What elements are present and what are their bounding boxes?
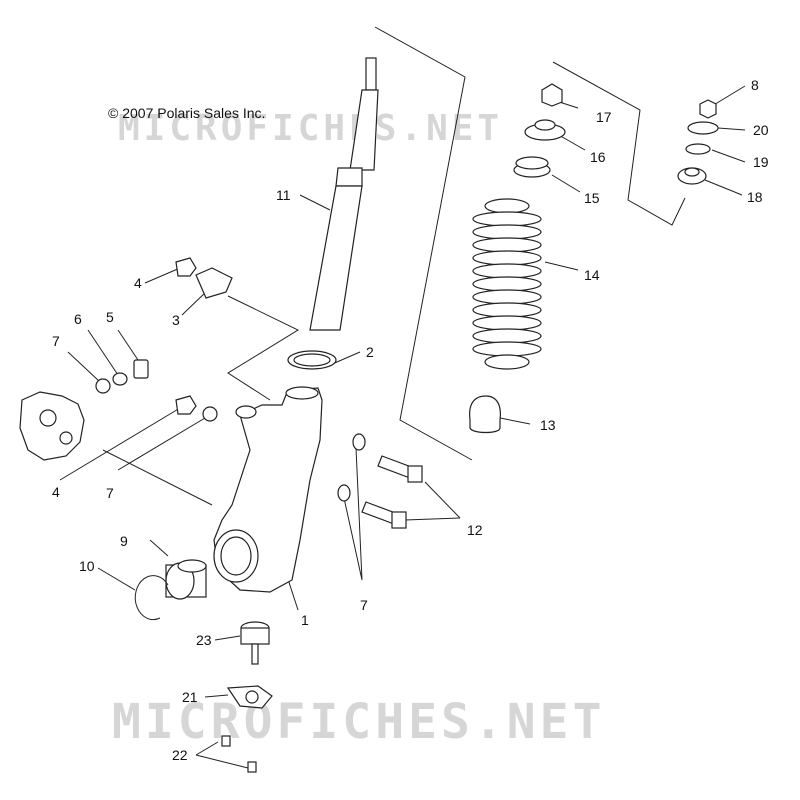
washer: [202, 406, 218, 422]
callout-17: 17: [596, 109, 612, 125]
callout-5: 5: [106, 309, 114, 325]
washer: [337, 484, 351, 502]
callout-8: 8: [751, 77, 759, 93]
caliper-bolt: [133, 359, 149, 379]
bolt: [377, 455, 423, 483]
spring-coil: [472, 276, 542, 292]
bushing: [685, 143, 711, 155]
spring-seat: [513, 156, 551, 178]
steering-knuckle: [213, 386, 323, 593]
bolt: [361, 501, 407, 529]
shock-nut: [699, 99, 717, 119]
bump-stop: [469, 395, 501, 434]
callout-2: 2: [366, 344, 374, 360]
spring-coil: [484, 198, 530, 214]
spring-coil: [472, 250, 542, 266]
callout-3: 3: [172, 312, 180, 328]
ball-joint: [240, 621, 270, 665]
spring-coil: [472, 341, 542, 357]
coil-spring: [472, 198, 542, 370]
callout-21: 21: [182, 689, 198, 705]
wheel-bearing: [165, 559, 207, 600]
spring-coil: [472, 224, 542, 240]
callout-23: 23: [196, 632, 212, 648]
callout-4: 4: [134, 275, 142, 291]
shock-nut: [541, 83, 563, 107]
callout-13: 13: [540, 417, 556, 433]
screw: [247, 761, 257, 773]
brake-line-clip: [195, 267, 233, 299]
brake-caliper: [19, 391, 85, 461]
spring-coil: [472, 302, 542, 318]
callout-20: 20: [753, 122, 769, 138]
callout-labels: 1 2 3 4 4 5 6 7 7 7 8 9 10 11 12 13 14 1…: [52, 77, 769, 763]
nut: [175, 257, 197, 277]
callout-19: 19: [753, 154, 769, 170]
callout-7: 7: [360, 597, 368, 613]
nut: [175, 395, 197, 415]
callout-7: 7: [106, 485, 114, 501]
lock-washer: [112, 372, 128, 386]
callout-11: 11: [276, 187, 291, 203]
spring-coil: [484, 354, 530, 370]
copyright-text: © 2007 Polaris Sales Inc.: [108, 105, 265, 121]
callout-9: 9: [120, 533, 128, 549]
callout-4: 4: [52, 484, 60, 500]
callout-14: 14: [584, 267, 600, 283]
watermark-top: MICROFICHES.NET: [118, 108, 503, 149]
washer: [95, 378, 111, 394]
screw: [221, 735, 231, 747]
callout-7: 7: [52, 333, 60, 349]
callout-15: 15: [584, 190, 600, 206]
leader-lines: [59, 26, 746, 769]
retainer-cup: [524, 119, 566, 141]
washer: [352, 433, 366, 451]
spring-coil: [472, 263, 542, 279]
callout-16: 16: [590, 149, 606, 165]
callout-18: 18: [747, 189, 763, 205]
spring-coil: [472, 328, 542, 344]
snap-ring: [134, 575, 169, 621]
callout-6: 6: [74, 311, 82, 327]
spring-coil: [472, 289, 542, 305]
callout-1: 1: [301, 612, 309, 628]
spring-coil: [472, 211, 542, 227]
spring-coil: [472, 315, 542, 331]
shock-absorber: [309, 57, 379, 331]
watermark-bottom: MICROFICHES.NET: [112, 694, 605, 750]
callout-22: 22: [172, 747, 188, 763]
washer: [687, 121, 719, 135]
spring-coil: [472, 237, 542, 253]
callout-12: 12: [467, 522, 483, 538]
callout-10: 10: [79, 558, 95, 574]
